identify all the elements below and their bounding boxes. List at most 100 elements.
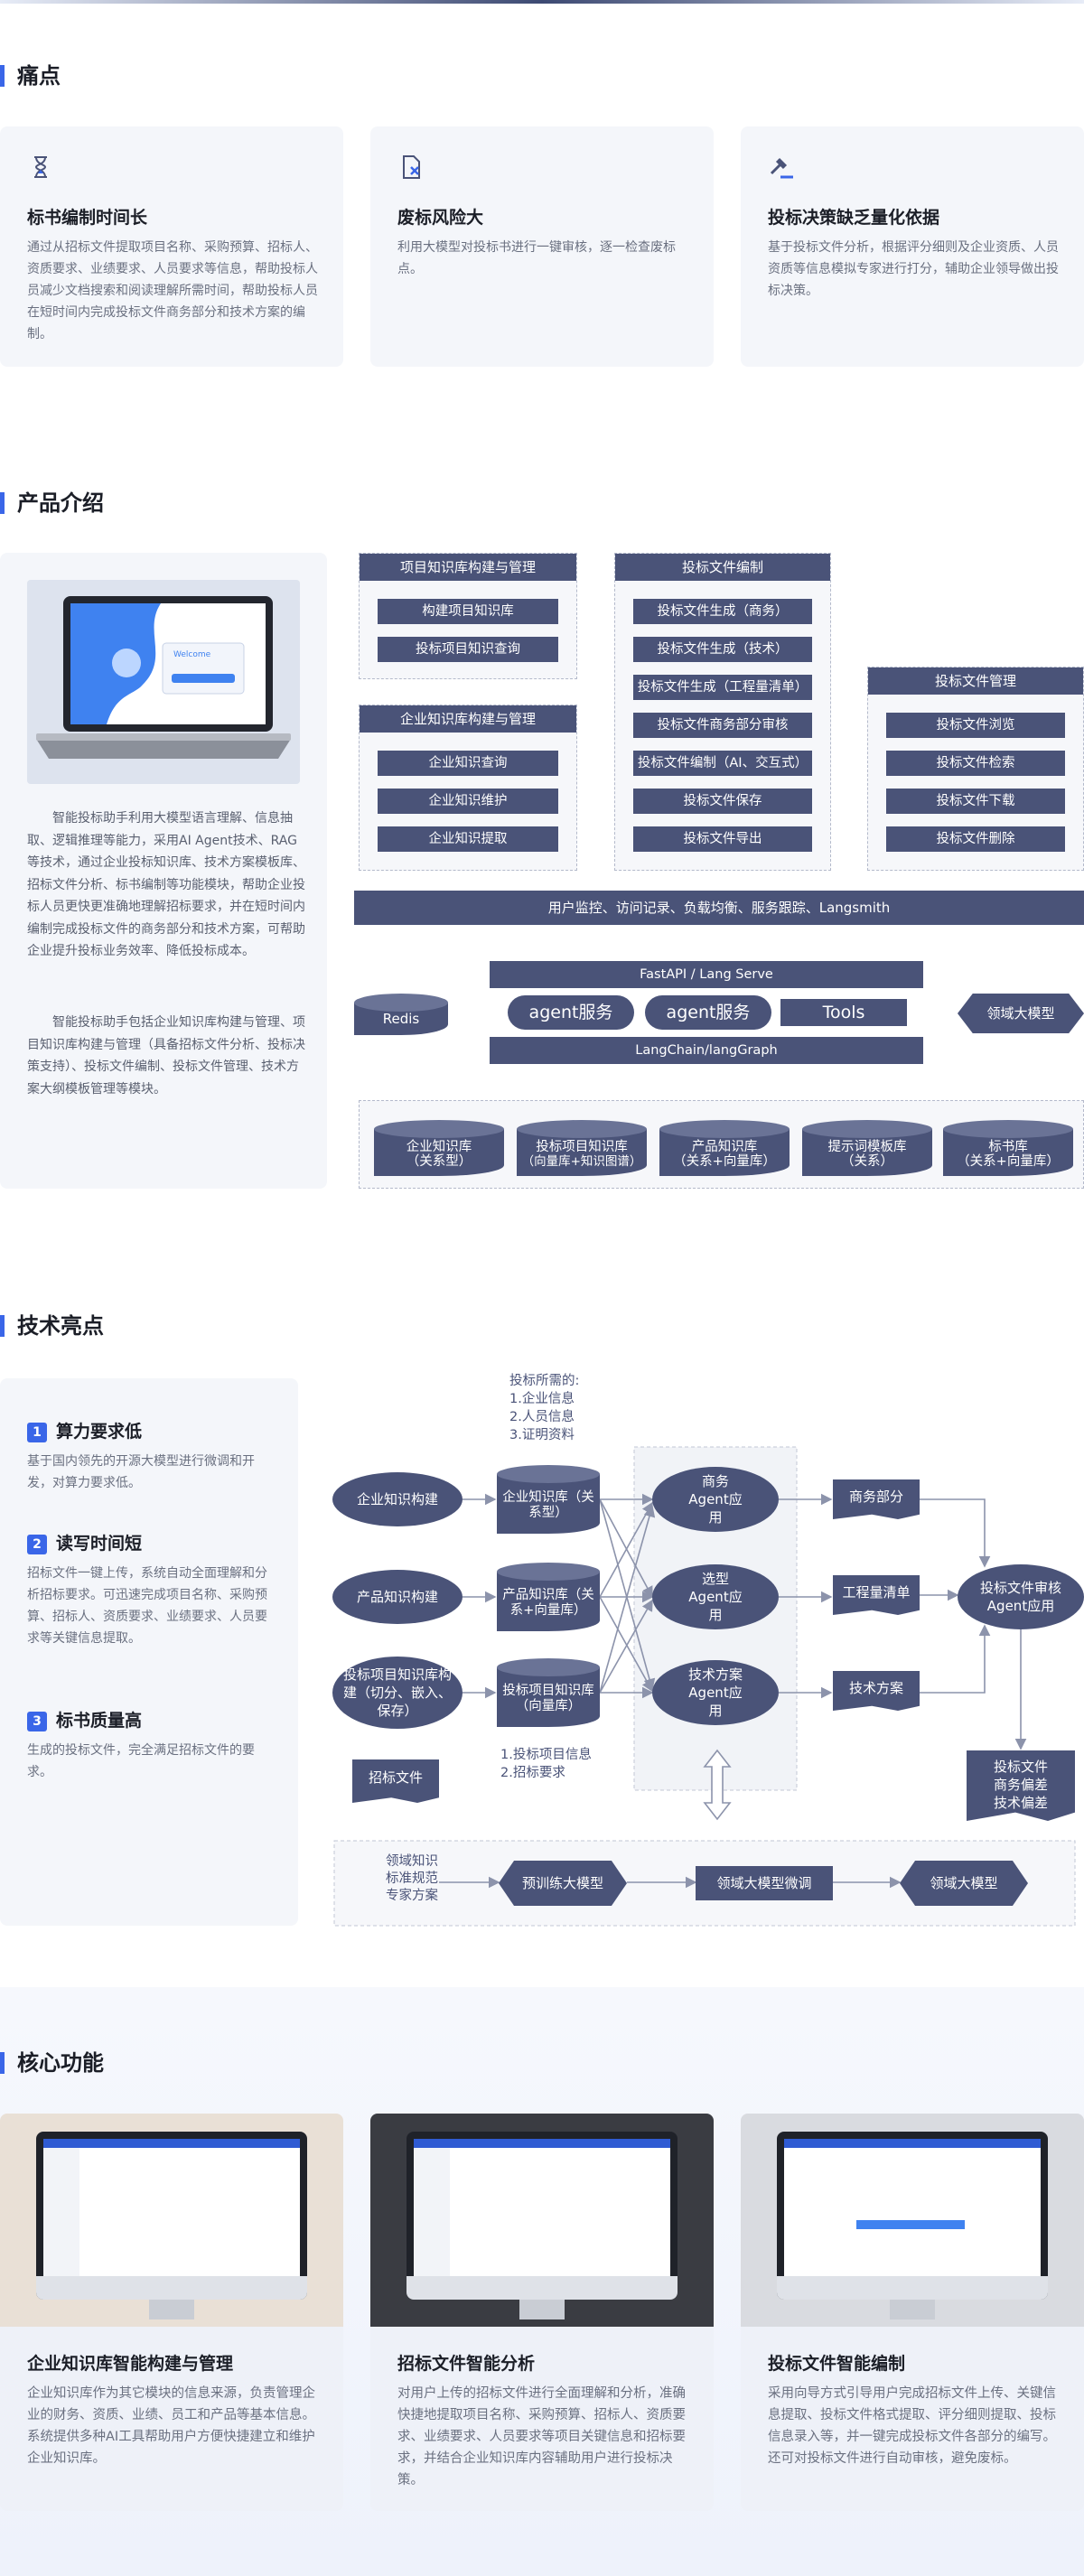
db-enterprise-kb: 企业知识库 （关系型） <box>374 1120 504 1176</box>
module-item[interactable]: 投标文件商务部分审核 <box>633 713 812 738</box>
domain-source: 领域知识标准规范专家方案 <box>386 1854 438 1903</box>
project-info-item: 1.投标项目信息 <box>500 1748 592 1762</box>
screen-banner-text: Welcome <box>173 650 211 659</box>
pain-card: 废标风险大 利用大模型对投标书进行一键审核，逐一检查废标点。 <box>370 126 714 367</box>
module-item[interactable]: 企业知识提取 <box>378 826 558 852</box>
monitor-bar: 用户监控、访问记录、负载均衡、服务跟踪、Langsmith <box>354 891 1084 925</box>
bid-need-title: 投标所需的: <box>509 1374 580 1388</box>
top-divider <box>0 0 1084 4</box>
product-laptop-image: Welcome <box>27 580 300 784</box>
module-project-kb: 项目知识库构建与管理 构建项目知识库 投标项目知识查询 <box>359 553 577 679</box>
flow-agent-selection: 选型Agent应用 <box>652 1564 779 1629</box>
gavel-icon <box>770 157 793 179</box>
module-item[interactable]: 企业知识维护 <box>378 789 558 814</box>
module-item[interactable]: 投标文件浏览 <box>886 713 1065 738</box>
feature-desc: 采用向导方式引导用户完成招标文件上传、关键信息提取、投标文件格式提取、评分细则提… <box>768 2386 1056 2466</box>
tech-point-desc: 生成的投标文件，完全满足招标文件的要求。 <box>27 1743 255 1779</box>
module-title: 企业知识库构建与管理 <box>360 705 576 733</box>
intro-paragraph: 智能投标助手利用大模型语言理解、信息抽取、逻辑推理等能力，采用AI Agent技… <box>27 811 305 958</box>
module-item[interactable]: 投标文件生成（工程量清单） <box>633 675 812 700</box>
feature-screenshot <box>370 2114 714 2327</box>
feature-title: 企业知识库智能构建与管理 <box>27 2354 234 2374</box>
pain-title: 废标风险大 <box>397 208 484 228</box>
flow-build-product: 产品知识构建 <box>332 1570 463 1624</box>
module-item[interactable]: 投标文件编制（AI、交互式） <box>633 751 812 776</box>
module-item[interactable]: 投标项目知识查询 <box>378 637 558 662</box>
module-item[interactable]: 投标文件生成（技术） <box>633 637 812 662</box>
flow-build-enterprise: 企业知识构建 <box>332 1472 463 1526</box>
pain-card: 投标决策缺乏量化依据 基于投标文件分析，根据评分细则及企业资质、人员资质等信息模… <box>741 126 1084 367</box>
section-title-intro: 产品介绍 <box>0 492 104 514</box>
module-title: 投标文件编制 <box>615 554 830 581</box>
pain-title: 投标决策缺乏量化依据 <box>768 208 940 228</box>
pain-title: 标书编制时间长 <box>27 208 148 228</box>
tech-point-desc: 招标文件一键上传，系统自动全面理解和分析招标要求。可迅速完成项目名称、采购预算、… <box>27 1566 267 1646</box>
db-bid-project-kb: 投标项目知识库 （向量库+知识图谱） <box>517 1120 647 1176</box>
agent-service-node: agent服务 <box>508 995 634 1030</box>
module-item[interactable]: 投标文件下载 <box>886 789 1065 814</box>
feature-screenshot <box>0 2114 343 2327</box>
flow-db-project: 投标项目知识库（向量库） <box>497 1658 600 1727</box>
feature-title: 招标文件智能分析 <box>397 2354 536 2374</box>
langchain-bar: LangChain/langGraph <box>490 1037 923 1064</box>
flow-agent-tech: 技术方案Agent应用 <box>652 1660 779 1725</box>
section-title-features: 核心功能 <box>0 2052 104 2074</box>
pain-desc: 利用大模型对投标书进行一键审核，逐一检查废标点。 <box>397 240 676 276</box>
module-item[interactable]: 投标文件删除 <box>886 826 1065 852</box>
feature-card: 招标文件智能分析 对用户上传的招标文件进行全面理解和分析，准确快捷地提取项目名称… <box>370 2114 714 2511</box>
flow-agent-business: 商务Agent应用 <box>652 1467 779 1532</box>
pain-card: 标书编制时间长 通过从招标文件提取项目名称、采购预算、招标人、资质要求、业绩要求… <box>0 126 343 367</box>
flow-out-bill: 工程量清单 <box>833 1575 920 1615</box>
feature-desc: 对用户上传的招标文件进行全面理解和分析，准确快捷地提取项目名称、采购预算、招标人… <box>397 2386 686 2487</box>
module-item[interactable]: 投标文件保存 <box>633 789 812 814</box>
bid-need-item: 2.人员信息 <box>509 1410 575 1424</box>
flow-pretrain-model: 预训练大模型 <box>499 1861 627 1906</box>
flow-out-tech: 技术方案 <box>833 1671 920 1711</box>
section-title-pain: 痛点 <box>0 65 61 87</box>
bid-need-item: 3.证明资料 <box>509 1428 575 1442</box>
module-item[interactable]: 投标文件生成（商务） <box>633 599 812 624</box>
flow-db-enterprise: 企业知识库（关系型） <box>497 1465 600 1534</box>
module-item[interactable]: 投标文件检索 <box>886 751 1065 776</box>
agent-service-node: agent服务 <box>645 995 771 1030</box>
project-info-item: 2.招标要求 <box>500 1766 565 1780</box>
tools-node: Tools <box>780 999 907 1026</box>
intro-card: Welcome 智能投标助手利用大模型语言理解、信息抽取、逻辑推理等能力，采用A… <box>0 553 327 1189</box>
feature-card: 企业知识库智能构建与管理 企业知识库作为其它模块的信息来源，负责管理企业的财务、… <box>0 2114 343 2511</box>
feature-title: 投标文件智能编制 <box>768 2354 906 2374</box>
module-bid-manage: 投标文件管理 投标文件浏览 投标文件检索 投标文件下载 投标文件删除 <box>867 667 1084 871</box>
section-title-tech: 技术亮点 <box>0 1315 104 1337</box>
flow-build-project: 投标项目知识库构建（切分、嵌入、保存） <box>332 1657 463 1729</box>
feature-screenshot <box>741 2114 1084 2327</box>
flow-finetune: 领域大模型微调 <box>696 1866 833 1900</box>
module-bid-compile: 投标文件编制 投标文件生成（商务） 投标文件生成（技术） 投标文件生成（工程量清… <box>614 553 831 871</box>
hourglass-icon <box>34 156 47 178</box>
db-prompt-template: 提示词模板库 （关系） <box>802 1120 932 1176</box>
flow-domain-model: 领域大模型 <box>900 1861 1028 1906</box>
tech-point-desc: 基于国内领先的开源大模型进行微调和开发，对算力要求低。 <box>27 1454 255 1490</box>
db-product-kb: 产品知识库 （关系+向量库） <box>659 1120 790 1176</box>
module-title: 项目知识库构建与管理 <box>360 554 576 581</box>
domain-model-node: 领域大模型 <box>958 994 1084 1033</box>
flow-agent-review: 投标文件审核Agent应用 <box>958 1564 1084 1629</box>
flow-db-product: 产品知识库（关系+向量库） <box>497 1563 600 1631</box>
feature-desc: 企业知识库作为其它模块的信息来源，负责管理企业的财务、资质、业绩、员工和产品等基… <box>27 2386 315 2466</box>
fastapi-bar: FastAPI / Lang Serve <box>490 961 923 988</box>
feature-card: 投标文件智能编制 采用向导方式引导用户完成招标文件上传、关键信息提取、投标文件格… <box>741 2114 1084 2511</box>
flow-tender-doc: 招标文件 <box>352 1759 439 1803</box>
module-enterprise-kb: 企业知识库构建与管理 企业知识查询 企业知识维护 企业知识提取 <box>359 705 577 871</box>
pain-desc: 通过从招标文件提取项目名称、采购预算、招标人、资质要求、业绩要求、人员要求等信息… <box>27 240 318 341</box>
pain-desc: 基于投标文件分析，根据评分细则及企业资质、人员资质等信息模拟专家进行打分，辅助企… <box>768 240 1059 298</box>
flow-out-business: 商务部分 <box>833 1479 920 1519</box>
document-reject-icon <box>403 155 420 179</box>
redis-node: Redis <box>354 994 448 1035</box>
module-item[interactable]: 企业知识查询 <box>378 751 558 776</box>
module-item[interactable]: 构建项目知识库 <box>378 599 558 624</box>
module-item[interactable]: 投标文件导出 <box>633 826 812 852</box>
db-bid-doc: 标书库 （关系+向量库） <box>943 1120 1073 1176</box>
intro-paragraph: 智能投标助手包括企业知识库构建与管理、项目知识库构建与管理（具备招标文件分析、投… <box>27 1015 305 1097</box>
